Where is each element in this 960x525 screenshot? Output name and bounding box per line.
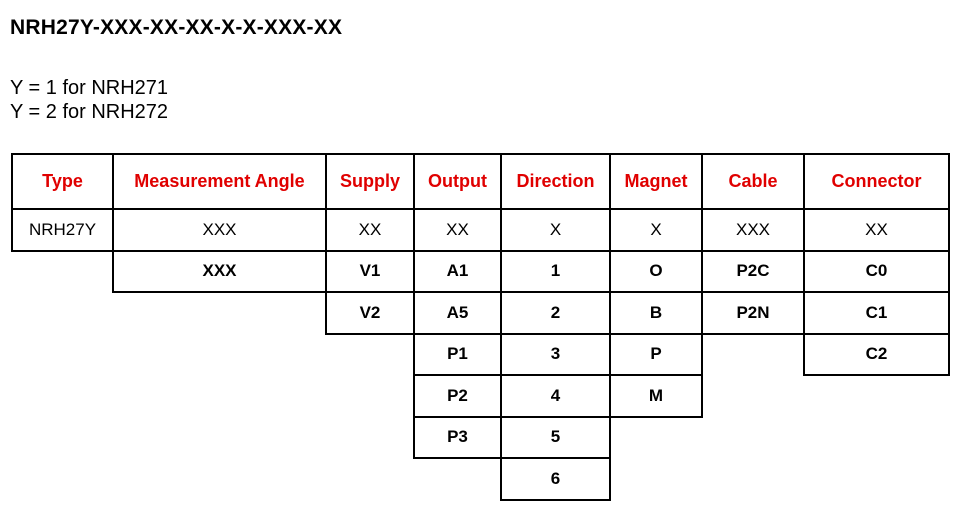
option-output: P1 [413, 332, 502, 376]
option-connector: C0 [803, 249, 950, 293]
header-direction: Direction [500, 153, 611, 210]
option-output: P2 [413, 374, 502, 418]
option-output: A1 [413, 249, 502, 293]
option-cable: P2C [701, 249, 805, 293]
placeholder-magnet: X [609, 208, 703, 252]
header-cable: Cable [701, 153, 805, 210]
option-direction: 2 [500, 291, 611, 335]
option-connector: C2 [803, 332, 950, 376]
option-output: P3 [413, 415, 502, 459]
option-measurement-angle: XXX [112, 249, 327, 293]
part-number-title: NRH27Y-XXX-XX-XX-X-X-XXX-XX [10, 16, 343, 39]
placeholder-direction: X [500, 208, 611, 252]
placeholder-output: XX [413, 208, 502, 252]
y-definition-1: Y = 1 for NRH271 [10, 77, 169, 99]
placeholder-connector: XX [803, 208, 950, 252]
option-supply: V2 [325, 291, 415, 335]
placeholder-cable: XXX [701, 208, 805, 252]
header-output: Output [413, 153, 502, 210]
option-cable: P2N [701, 291, 805, 335]
option-supply: V1 [325, 249, 415, 293]
option-magnet: P [609, 332, 703, 376]
option-direction: 5 [500, 415, 611, 459]
header-measurement-angle: Measurement Angle [112, 153, 327, 210]
option-direction: 3 [500, 332, 611, 376]
option-direction: 4 [500, 374, 611, 418]
header-supply: Supply [325, 153, 415, 210]
placeholder-supply: XX [325, 208, 415, 252]
option-direction: 6 [500, 457, 611, 501]
option-magnet: O [609, 249, 703, 293]
option-output: A5 [413, 291, 502, 335]
option-connector: C1 [803, 291, 950, 335]
option-magnet: M [609, 374, 703, 418]
option-direction: 1 [500, 249, 611, 293]
header-magnet: Magnet [609, 153, 703, 210]
header-connector: Connector [803, 153, 950, 210]
placeholder-type: NRH27Y [11, 208, 114, 252]
header-type: Type [11, 153, 114, 210]
option-magnet: B [609, 291, 703, 335]
y-definition-2: Y = 2 for NRH272 [10, 101, 169, 123]
placeholder-measurement-angle: XXX [112, 208, 327, 252]
